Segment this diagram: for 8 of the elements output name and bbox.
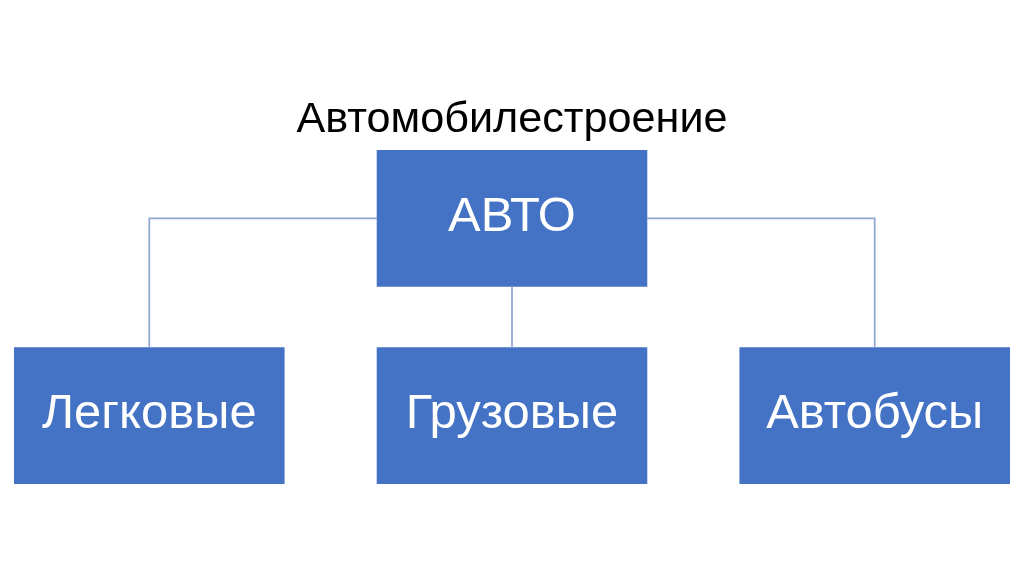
node-box: Грузовые bbox=[376, 346, 648, 484]
connector bbox=[646, 217, 876, 349]
node-box: Автобусы bbox=[739, 346, 1010, 484]
connector bbox=[511, 284, 513, 348]
node-box: Легковые bbox=[14, 346, 285, 484]
connector bbox=[148, 217, 378, 349]
diagram-title: Автомобилестроение bbox=[296, 92, 728, 141]
node-box: АВТО bbox=[376, 149, 648, 287]
